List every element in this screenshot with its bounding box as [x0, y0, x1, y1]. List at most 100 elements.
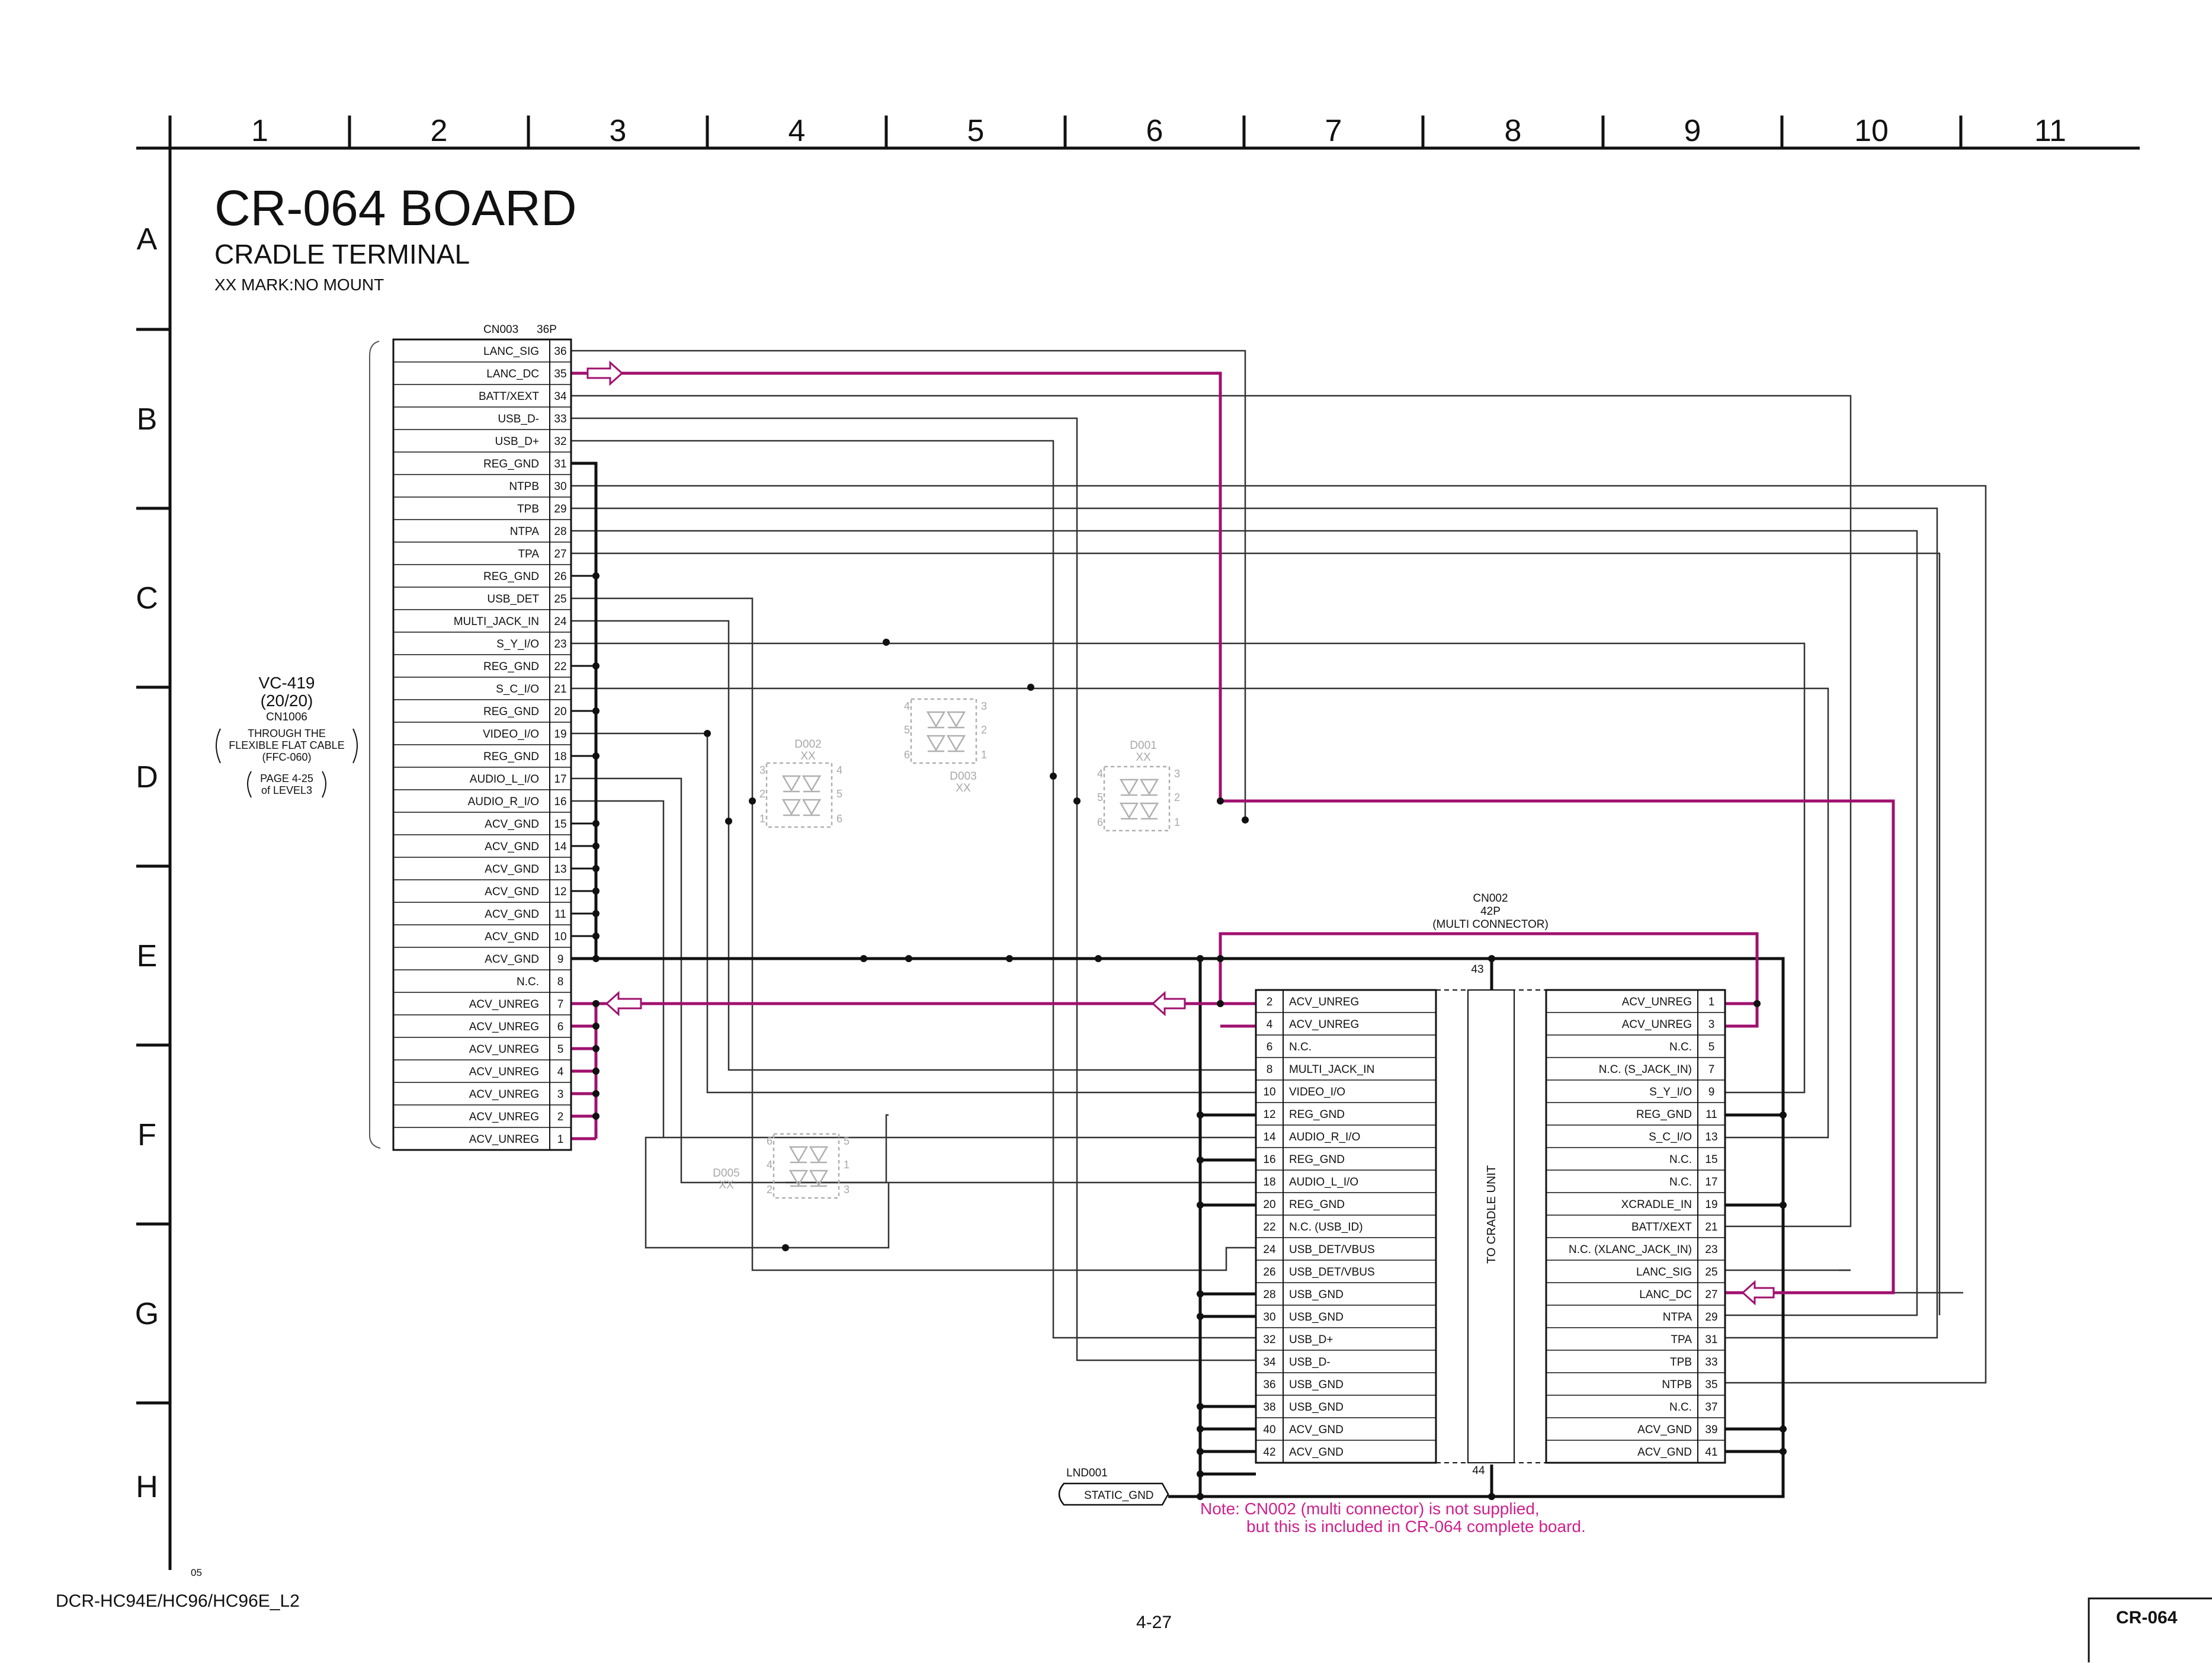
cn003-pin-name: USB_DET	[487, 593, 539, 605]
cn002-left-pin-number: 4	[1267, 1018, 1273, 1031]
grid-col-label: 8	[1505, 114, 1522, 148]
power-arrows	[586, 360, 1775, 1306]
cn003-pin-name: ACV_UNREG	[469, 1066, 539, 1078]
cn002-right-pin-number: 29	[1705, 1311, 1717, 1324]
power-wires	[571, 371, 1895, 1294]
no-mount-note: XX MARK:NO MOUNT	[214, 275, 384, 294]
cn003-pin-number: 27	[554, 548, 566, 560]
cn002-left-pin-name: ACV_UNREG	[1289, 996, 1359, 1008]
cn003-pin-name: USB_D-	[498, 413, 539, 425]
cn002-left-pin-name: ACV_GND	[1289, 1424, 1344, 1436]
cn003-pin-number: 1	[557, 1133, 564, 1146]
cn003-pin-name: ACV_GND	[485, 841, 539, 853]
cn003-pin-name: S_C_I/O	[496, 683, 539, 696]
cn002-right-pin-name: TPB	[1670, 1356, 1692, 1369]
cn003-pin-number: 36	[554, 345, 566, 358]
board-subtitle: CRADLE TERMINAL	[214, 239, 470, 270]
cn003-pin-name: ACV_UNREG	[469, 1111, 539, 1123]
cn002-right-pin-name: S_Y_I/O	[1649, 1086, 1692, 1098]
diode-no-mount-mark: XX	[800, 750, 816, 762]
vc419-through-3: (FFC-060)	[262, 751, 311, 763]
cn002-left-pin-number: 2	[1267, 996, 1273, 1008]
footer-model: DCR-HC94E/HC96/HC96E_L2	[56, 1591, 300, 1611]
cn003-pin-name: NTPA	[510, 526, 540, 538]
cn003-pin-number: 31	[554, 458, 566, 470]
diode-no-mount-mark: XX	[956, 782, 971, 794]
junction-dot	[1217, 1000, 1224, 1007]
cn003-pin-name: TPA	[518, 548, 539, 560]
junction-dot	[1217, 797, 1224, 805]
cn003-pin-name: ACV_GND	[485, 863, 539, 876]
junction-dot	[725, 818, 732, 825]
junction-dot	[1027, 684, 1034, 691]
cn003-pin-number: 32	[554, 435, 566, 448]
gnd-ties	[571, 575, 596, 937]
cn002-left-pin-number: 36	[1263, 1379, 1275, 1391]
cn003-pin-name: ACV_GND	[485, 886, 539, 898]
diode-pin-number: 2	[981, 724, 987, 736]
cn002-left-pin-name: USB_D-	[1289, 1356, 1331, 1369]
diode-pin-number: 5	[836, 788, 842, 800]
cn003-pin-number: 9	[557, 953, 564, 966]
vc419-through-1: THROUGH THE	[248, 728, 326, 739]
junction-dot	[1197, 1448, 1204, 1455]
grid-row-label: C	[136, 581, 158, 616]
junction-dot	[1780, 1111, 1787, 1119]
cn003-pin-number: 21	[554, 683, 566, 696]
supply-note-line2: but this is included in CR-064 complete …	[1246, 1517, 1586, 1536]
grid-row-label: A	[137, 222, 158, 257]
grid-row-label: D	[136, 760, 158, 794]
diode-pin-number: 4	[836, 764, 842, 776]
cn002-right-pin-number: 39	[1705, 1424, 1717, 1436]
cn003-pin-number: 10	[554, 931, 566, 943]
cn003-pin-name: ACV_GND	[485, 818, 539, 831]
cn003-pin-number: 22	[554, 661, 566, 673]
grid-col-label: 3	[610, 114, 627, 148]
cn002-left-pin-name: AUDIO_R_I/O	[1289, 1131, 1360, 1143]
vc419-reference: VC-419 (20/20) CN1006 THROUGH THE FLEXIB…	[216, 674, 358, 798]
cn003-pin-name: LANC_SIG	[483, 345, 539, 358]
diode-pin-number: 1	[844, 1159, 849, 1171]
junction-dot	[592, 820, 600, 827]
cn003-pin-number: 30	[554, 480, 566, 493]
cn003-pin-number: 24	[554, 616, 567, 628]
cn003-pin-number: 4	[557, 1066, 564, 1078]
cn003-pin-number: 23	[554, 638, 566, 651]
footer-page: 4-27	[1136, 1613, 1172, 1632]
grid-row-label: G	[135, 1297, 159, 1331]
vc419-through-2: FLEXIBLE FLAT CABLE	[229, 739, 344, 751]
cn002-right-pin-name: ACV_UNREG	[1622, 1018, 1692, 1031]
cn002-left-pin-name: AUDIO_L_I/O	[1289, 1176, 1358, 1188]
cn002-left-pin-number: 10	[1263, 1086, 1275, 1098]
cn003-pin-number: 18	[554, 751, 566, 763]
junction-dot	[592, 662, 600, 669]
cn002-left-pin-number: 26	[1263, 1266, 1275, 1279]
junction-dot	[1780, 1425, 1787, 1433]
diode-pin-number: 2	[1174, 792, 1180, 803]
cn002-right-pin-name: NTPB	[1662, 1379, 1692, 1391]
cn002-left-pin-name: N.C.	[1289, 1041, 1312, 1053]
cn002-right-pin-number: 15	[1705, 1153, 1717, 1166]
cn002-right-pin-number: 41	[1705, 1446, 1717, 1459]
cn002-right-pin-name: N.C.	[1669, 1153, 1692, 1166]
cn002-left-pin-number: 32	[1263, 1334, 1275, 1346]
diode-no-mount-mark: XX	[719, 1179, 734, 1191]
cn002-left-pin-number: 28	[1263, 1289, 1275, 1301]
junction-dot	[592, 955, 600, 962]
junction-dot	[1050, 773, 1057, 780]
cn002-right-pin-name: N.C. (XLANC_JACK_IN)	[1569, 1244, 1692, 1256]
cn002-right-pin-number: 35	[1705, 1379, 1717, 1391]
vc419-page-2: of LEVEL3	[261, 784, 312, 796]
diode-pin-number: 4	[767, 1159, 772, 1171]
cn002-right-pin-number: 27	[1705, 1289, 1717, 1301]
cn003-pin-name: ACV_GND	[485, 931, 539, 943]
diode-pin-number: 5	[1097, 792, 1103, 803]
cn003-pin-name: ACV_UNREG	[469, 1043, 539, 1056]
cn002-right-pin-name: NTPA	[1663, 1311, 1692, 1324]
diode-ref: D001	[1130, 739, 1156, 752]
junction-dot	[1780, 1448, 1787, 1455]
cn002-right-pin-number: 7	[1708, 1063, 1715, 1076]
diode-pin-number: 4	[904, 700, 910, 712]
cn002-right-pin-name: ACV_GND	[1637, 1424, 1692, 1436]
grid-col-label: 11	[2034, 114, 2066, 148]
